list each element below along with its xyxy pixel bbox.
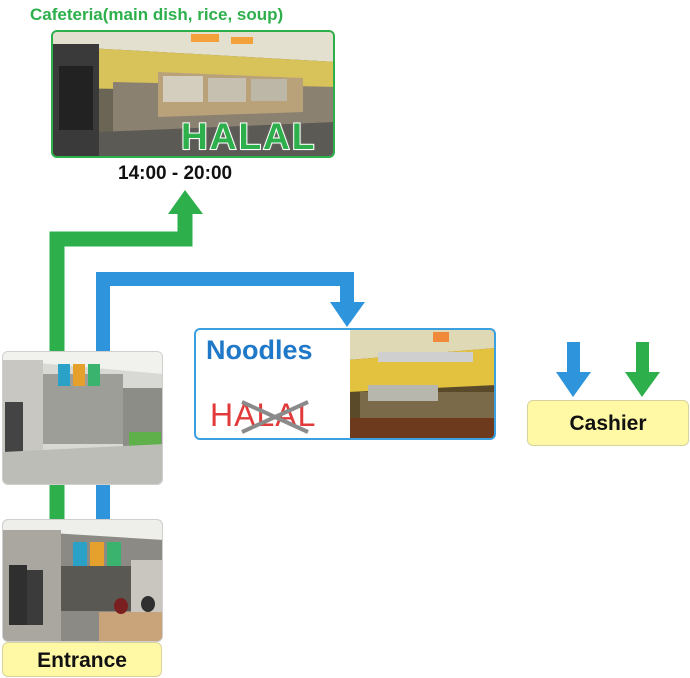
cafeteria-hours: 14:00 - 20:00 bbox=[118, 163, 233, 184]
green-route-arrowhead bbox=[168, 190, 203, 214]
blue-cashier-arrowhead bbox=[556, 372, 591, 397]
noodles-title: Noodles bbox=[206, 335, 313, 365]
entrance-photo bbox=[2, 519, 163, 642]
noodles-photo bbox=[348, 330, 494, 438]
entrance-hall-image bbox=[3, 352, 162, 484]
cafeteria-scene-image bbox=[53, 32, 333, 156]
cross-out-icon bbox=[241, 400, 309, 434]
green-cashier-arrow-shaft bbox=[636, 342, 649, 374]
green-cashier-arrowhead bbox=[625, 372, 660, 397]
entrance-hall-photo bbox=[2, 351, 163, 485]
noodles-station-card: Noodles HALAL bbox=[194, 328, 496, 440]
entrance-label: Entrance bbox=[2, 642, 162, 677]
cafeteria-halal-label: HALAL bbox=[180, 115, 317, 157]
entrance-image bbox=[3, 520, 162, 641]
blue-route-arrowhead bbox=[330, 302, 365, 327]
cafeteria-title: Cafeteria(main dish, rice, soup) bbox=[30, 5, 284, 24]
blue-cashier-arrow-shaft bbox=[567, 342, 580, 374]
cashier-label: Cashier bbox=[527, 400, 689, 446]
cafeteria-photo: HALAL bbox=[51, 30, 335, 158]
